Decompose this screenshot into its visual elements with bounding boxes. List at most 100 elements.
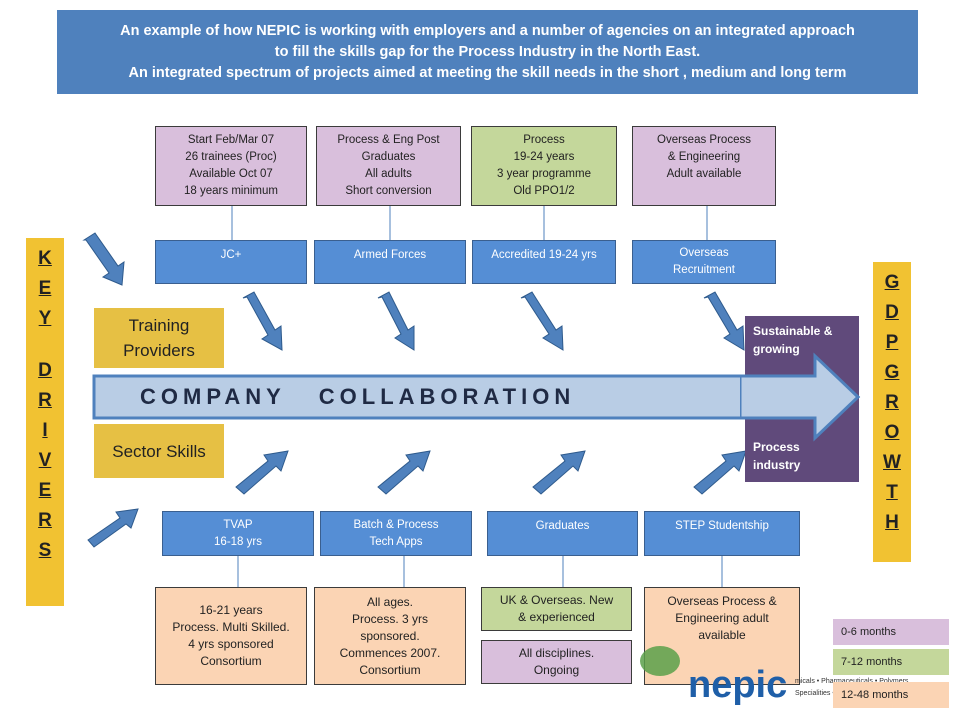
logo-tagline: Specialities • B [795, 690, 842, 697]
legend-label: 12-48 months [841, 689, 909, 701]
box-line: Process & Eng Post [337, 134, 440, 146]
bottom-info-box: All ages. Process. 3 yrs sponsored. Comm… [314, 587, 466, 685]
program-box-accredited: Accredited 19-24 yrs [472, 240, 616, 284]
letter: G [884, 272, 900, 293]
box-line: available [698, 628, 746, 642]
box-line: Process [523, 134, 565, 146]
arrow-down-right [520, 291, 564, 351]
box-line: Overseas Process & [667, 594, 777, 608]
box-line: Batch & Process [353, 518, 439, 531]
box-label: JC+ [220, 249, 242, 261]
box-line: 19-24 years [513, 151, 575, 163]
letter: E [38, 278, 52, 299]
box-line: Short conversion [345, 185, 432, 197]
training-providers-box: Training Providers [94, 308, 224, 368]
program-box-tvap: TVAP 16-18 yrs [162, 511, 314, 556]
top-info-box: Overseas Process & Engineering Adult ava… [632, 126, 776, 206]
box-line: sponsored. [360, 628, 420, 643]
box-line: Sustainable & [753, 324, 833, 338]
letter: K [38, 248, 52, 269]
program-box-armed-forces: Armed Forces [314, 240, 466, 284]
letter: R [885, 392, 899, 413]
header-banner: An example of how NEPIC is working with … [57, 10, 918, 94]
arrow-up-right [532, 450, 586, 495]
box-line: & Engineering [667, 151, 741, 163]
box-line: Process. 3 yrs [351, 611, 429, 626]
program-box-jc-plus: JC+ [155, 240, 307, 284]
letter: G [884, 362, 900, 383]
letter: S [38, 540, 52, 561]
logo-mark-icon [640, 646, 680, 676]
letter: V [38, 450, 52, 471]
arrow-up-right [235, 450, 289, 495]
box-label: STEP Studentship [675, 520, 769, 532]
box-line: Adult available [666, 168, 742, 180]
box-line: industry [753, 458, 801, 472]
legend-item: 7-12 months [833, 649, 949, 675]
letter: W [883, 452, 901, 473]
box-label: Armed Forces [353, 249, 427, 261]
letter: H [885, 512, 899, 533]
box-line: TVAP [223, 518, 253, 531]
box-line: 18 years minimum [184, 185, 278, 197]
top-info-box: Start Feb/Mar 07 26 trainees (Proc) Avai… [155, 126, 307, 206]
box-line: Start Feb/Mar 07 [187, 134, 275, 146]
box-line: Old PPO1/2 [513, 185, 575, 197]
box-line: Ongoing [533, 663, 580, 677]
arrow-up-right [87, 508, 139, 548]
box-label: Accredited 19-24 yrs [491, 249, 597, 261]
box-line: & experienced [518, 610, 595, 624]
box-line: Training [128, 316, 190, 335]
sector-skills-box: Sector Skills [94, 424, 224, 478]
box-line: Recruitment [673, 264, 735, 276]
collaboration-arrow-tip [740, 352, 861, 442]
legend-item: 12-48 months [833, 682, 949, 708]
banner-line-1: An example of how NEPIC is working with … [120, 22, 855, 39]
arrow-down-right [703, 291, 745, 351]
box-line: Providers [123, 341, 195, 360]
box-line: All ages. [366, 594, 414, 609]
letter: T [886, 482, 898, 503]
box-line: Commences 2007. [339, 645, 441, 660]
box-line: Consortium [359, 662, 421, 677]
company-collaboration-label: COMPANY COLLABORATION [140, 384, 576, 409]
letter: E [38, 480, 52, 501]
box-line: Overseas [679, 247, 729, 259]
nepic-logo: nepic micals • Pharmaceuticals • Polymer… [640, 640, 908, 720]
letter: R [38, 390, 52, 411]
gdp-growth-label: G D P G R O W T H [873, 262, 911, 562]
letter: R [38, 510, 52, 531]
top-info-box: Process & Eng Post Graduates All adults … [316, 126, 461, 206]
box-line: Overseas Process [657, 134, 751, 146]
logo-tagline: micals • Pharmaceuticals • Polymers [795, 678, 908, 685]
top-info-box: Process 19-24 years 3 year programme Old… [471, 126, 617, 206]
key-drivers-label: K E Y D R I V E R S [26, 238, 64, 606]
letter: O [884, 422, 900, 443]
bottom-info-box: All disciplines. Ongoing [481, 640, 632, 684]
box-line: 16-21 years [199, 603, 263, 617]
letter: P [885, 332, 899, 353]
program-box-batch-process: Batch & Process Tech Apps [320, 511, 472, 556]
arrow-up-right [377, 450, 431, 495]
box-line: Tech Apps [369, 535, 423, 548]
box-line: Consortium [200, 654, 262, 668]
box-line: Engineering adult [675, 611, 769, 625]
box-line: Process. Multi Skilled. [172, 620, 290, 634]
box-line: 3 year programme [497, 168, 591, 180]
letter: Y [38, 308, 52, 329]
box-line: growing [753, 342, 800, 356]
program-box-graduates: Graduates [487, 511, 638, 556]
box-line: Graduates [361, 151, 416, 163]
letter: I [42, 420, 48, 441]
legend-label: 0-6 months [841, 626, 897, 638]
bottom-info-box: 16-21 years Process. Multi Skilled. 4 yr… [155, 587, 307, 685]
box-label: Graduates [535, 520, 590, 532]
logo-wordmark: nepic [688, 664, 788, 706]
letter: D [38, 360, 52, 381]
program-box-step: STEP Studentship [644, 511, 800, 556]
arrow-down-right [377, 291, 415, 351]
letter: D [885, 302, 899, 323]
legend-label: 7-12 months [841, 656, 903, 668]
arrow-down-right [82, 232, 125, 286]
box-line: All disciplines. [518, 646, 595, 660]
